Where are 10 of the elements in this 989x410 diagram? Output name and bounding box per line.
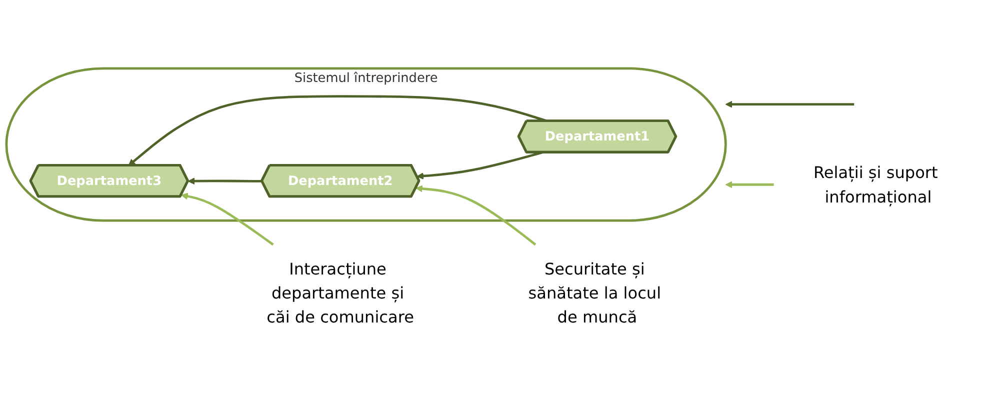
arrow xyxy=(416,185,536,246)
node-text: Relații și suport informațional xyxy=(813,163,938,207)
arrow xyxy=(725,181,774,188)
arrow xyxy=(128,95,548,166)
arrow xyxy=(188,178,262,185)
arrow xyxy=(416,152,543,180)
node-text: Interacțiune departamente și căi de comunicare xyxy=(266,259,414,327)
arrow xyxy=(725,101,854,108)
arrow xyxy=(180,193,274,246)
node-text: Securitate și sănătate la locul de muncă xyxy=(528,259,662,327)
